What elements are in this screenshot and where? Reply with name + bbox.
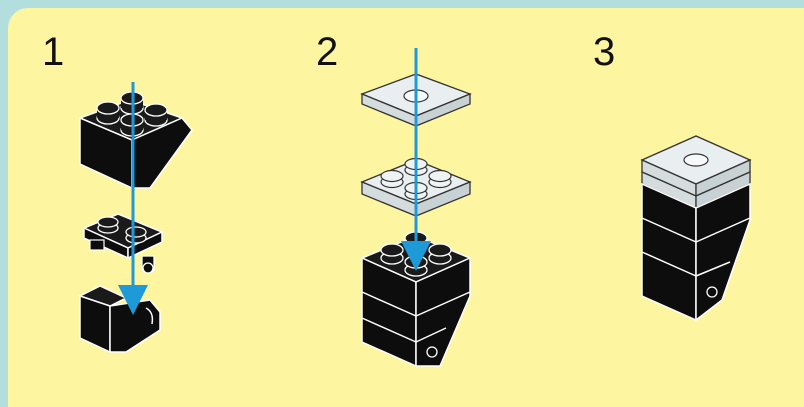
black-bracket-piece (80, 286, 160, 352)
step-3-diagram (642, 136, 750, 320)
assembled-figure (642, 136, 750, 320)
step-2-diagram (362, 48, 470, 366)
step-1-diagram (80, 82, 192, 352)
black-2x2-slope-brick (80, 92, 192, 188)
black-plate-with-clip (84, 214, 162, 273)
